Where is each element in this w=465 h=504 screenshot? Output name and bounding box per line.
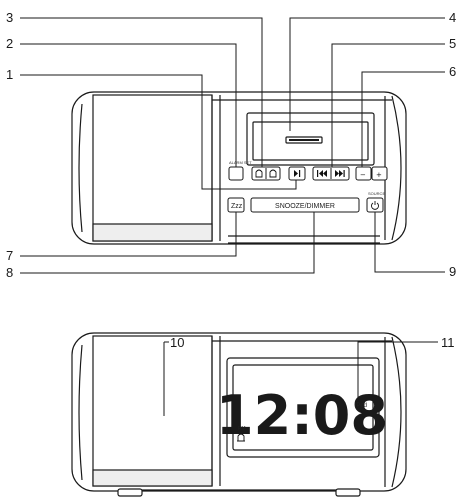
leader-2 bbox=[20, 43, 237, 167]
play-pause-icon bbox=[294, 170, 301, 177]
lcd-pm: PM bbox=[238, 426, 246, 432]
lcd-source: iPod bbox=[355, 403, 367, 409]
front-buttons: ALARM SET − + bbox=[227, 160, 388, 213]
leader-5 bbox=[331, 43, 445, 167]
alarm-set-button[interactable] bbox=[228, 166, 244, 181]
front-leaders bbox=[20, 17, 445, 274]
rear-callout-labels: 10 11 bbox=[170, 335, 455, 350]
callout-6: 6 bbox=[449, 64, 456, 79]
power-icon bbox=[371, 201, 379, 210]
alarm-bell-icon bbox=[255, 169, 277, 178]
leader-3 bbox=[20, 17, 263, 167]
callout-11: 11 bbox=[441, 335, 455, 350]
leader-4 bbox=[289, 17, 445, 131]
snooze-dimmer-bar[interactable] bbox=[250, 197, 360, 213]
callout-3: 3 bbox=[6, 10, 13, 25]
skip-forward-icon bbox=[335, 170, 345, 177]
callout-5: 5 bbox=[449, 36, 456, 51]
front-left-cap bbox=[78, 103, 83, 233]
rear-left-cap bbox=[78, 344, 83, 481]
rear-leaders bbox=[163, 341, 438, 416]
lcd-alarm-bell-icon bbox=[237, 433, 245, 442]
source-label: SOURCE bbox=[368, 191, 385, 196]
callout-8: 8 bbox=[6, 265, 13, 280]
rear-view bbox=[71, 332, 407, 497]
skip-back-icon bbox=[317, 170, 327, 177]
minus-glyph: − bbox=[360, 171, 366, 179]
side-panel bbox=[92, 335, 213, 487]
lcd-time: 12:08 bbox=[216, 384, 388, 447]
sleep-glyph: Zzz bbox=[231, 203, 243, 210]
rear-right-cap bbox=[391, 336, 402, 488]
volume-minus-button[interactable] bbox=[355, 166, 372, 181]
front-left-panel bbox=[92, 94, 213, 242]
leader-7 bbox=[20, 212, 237, 257]
leader-11 bbox=[357, 341, 438, 401]
leader-1 bbox=[20, 74, 297, 190]
volume-plus-button[interactable] bbox=[371, 166, 388, 181]
callout-1: 1 bbox=[6, 67, 13, 82]
callout-2: 2 bbox=[6, 36, 13, 51]
front-callout-labels: 3 2 1 4 5 6 7 8 9 bbox=[6, 10, 456, 280]
lcd-content: 12:08 PM iPod bbox=[216, 384, 388, 447]
leader-6 bbox=[361, 71, 445, 167]
callout-10: 10 bbox=[170, 335, 184, 350]
plus-glyph: + bbox=[376, 171, 382, 179]
snooze-dimmer-label: SNOOZE/DIMMER bbox=[275, 203, 335, 210]
leader-9 bbox=[374, 212, 445, 273]
callout-4: 4 bbox=[449, 10, 456, 25]
alarm-set-tiny-label: ALARM SET bbox=[229, 160, 252, 165]
callout-9: 9 bbox=[449, 264, 456, 279]
leader-8 bbox=[20, 212, 315, 274]
callout-7: 7 bbox=[6, 248, 13, 263]
front-right-cap bbox=[391, 95, 402, 241]
front-left-panel-base bbox=[92, 223, 213, 242]
